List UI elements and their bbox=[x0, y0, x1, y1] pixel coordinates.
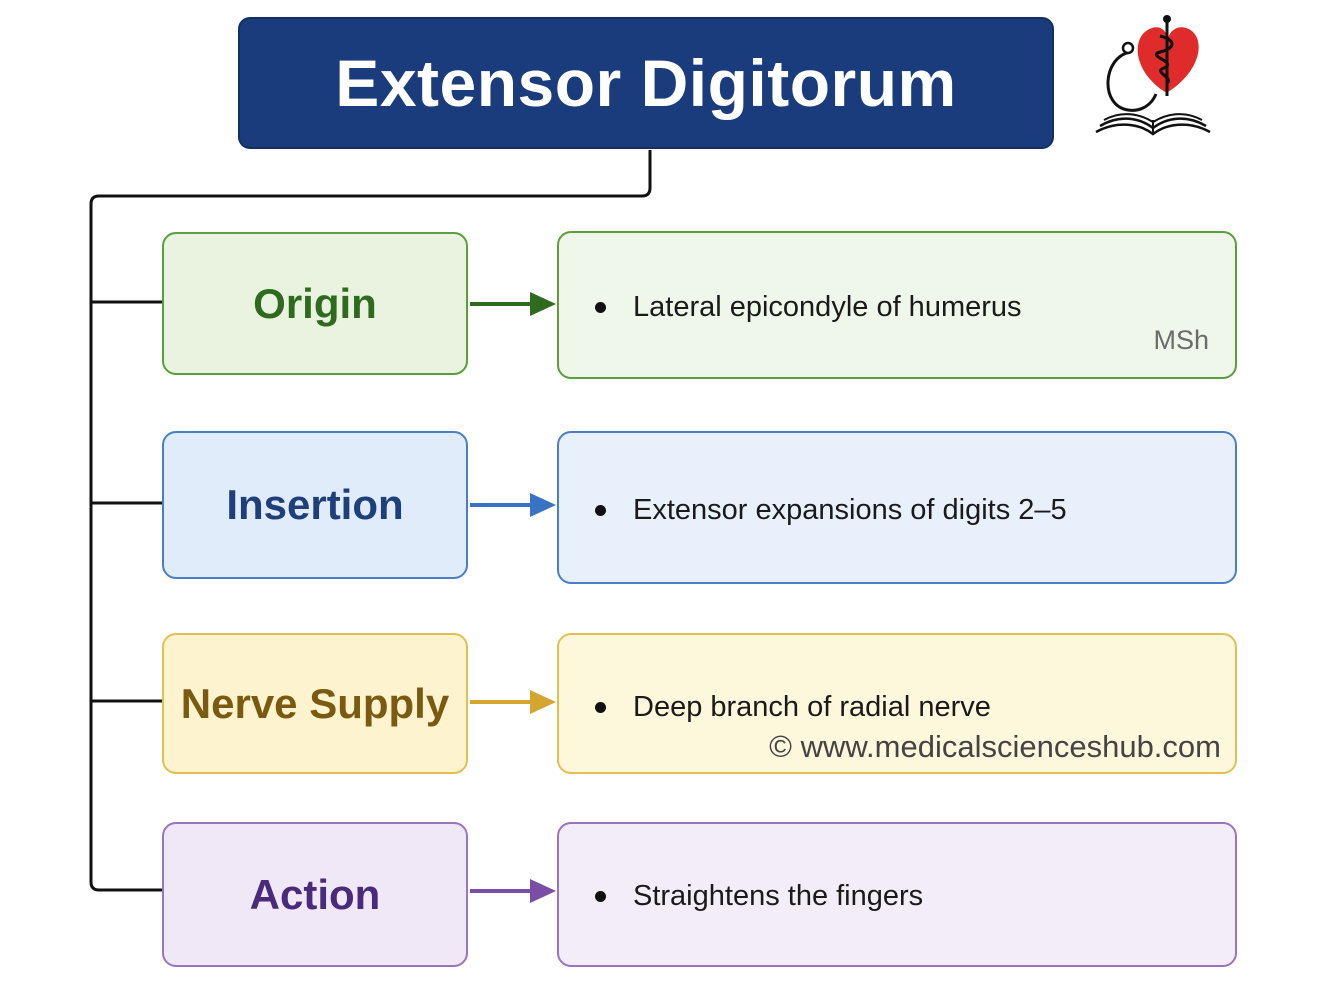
diagram-title: Extensor Digitorum bbox=[335, 46, 957, 120]
arrow-head-insertion bbox=[530, 493, 556, 517]
content-insertion: Extensor expansions of digits 2–5 bbox=[557, 431, 1237, 584]
bullet-icon bbox=[595, 891, 606, 902]
label-origin: Origin bbox=[162, 232, 468, 375]
watermark-initials: MSh bbox=[1153, 325, 1209, 355]
content-action: Straightens the fingers bbox=[557, 822, 1237, 967]
content-nerve-supply-text: Deep branch of radial nerve bbox=[633, 691, 991, 723]
label-insertion-text: Insertion bbox=[226, 481, 404, 528]
logo-icon bbox=[1095, 15, 1211, 136]
content-action-text: Straightens the fingers bbox=[633, 880, 924, 912]
content-origin: Lateral epicondyle of humerus MSh bbox=[557, 231, 1237, 379]
bullet-icon bbox=[595, 505, 606, 516]
label-nerve-supply: Nerve Supply bbox=[162, 633, 468, 774]
tree-trunk-line bbox=[89, 150, 652, 892]
content-nerve-supply: Deep branch of radial nerve © www.medica… bbox=[557, 633, 1237, 774]
label-origin-text: Origin bbox=[253, 279, 377, 327]
label-nerve-supply-text: Nerve Supply bbox=[180, 679, 450, 727]
label-insertion: Insertion bbox=[162, 431, 468, 579]
bullet-icon bbox=[595, 302, 606, 313]
bullet-icon bbox=[595, 702, 606, 713]
title-banner: Extensor Digitorum bbox=[238, 17, 1054, 149]
arrow-head-origin bbox=[530, 292, 556, 316]
copyright-notice: © www.medicalscienceshub.com bbox=[769, 729, 1221, 764]
arrow-head-action bbox=[530, 879, 556, 903]
content-origin-text: Lateral epicondyle of humerus bbox=[633, 291, 1022, 323]
arrow-head-nerve-supply bbox=[530, 690, 556, 714]
label-action-text: Action bbox=[249, 870, 381, 918]
content-insertion-text: Extensor expansions of digits 2–5 bbox=[633, 494, 1067, 526]
label-action: Action bbox=[162, 822, 468, 967]
